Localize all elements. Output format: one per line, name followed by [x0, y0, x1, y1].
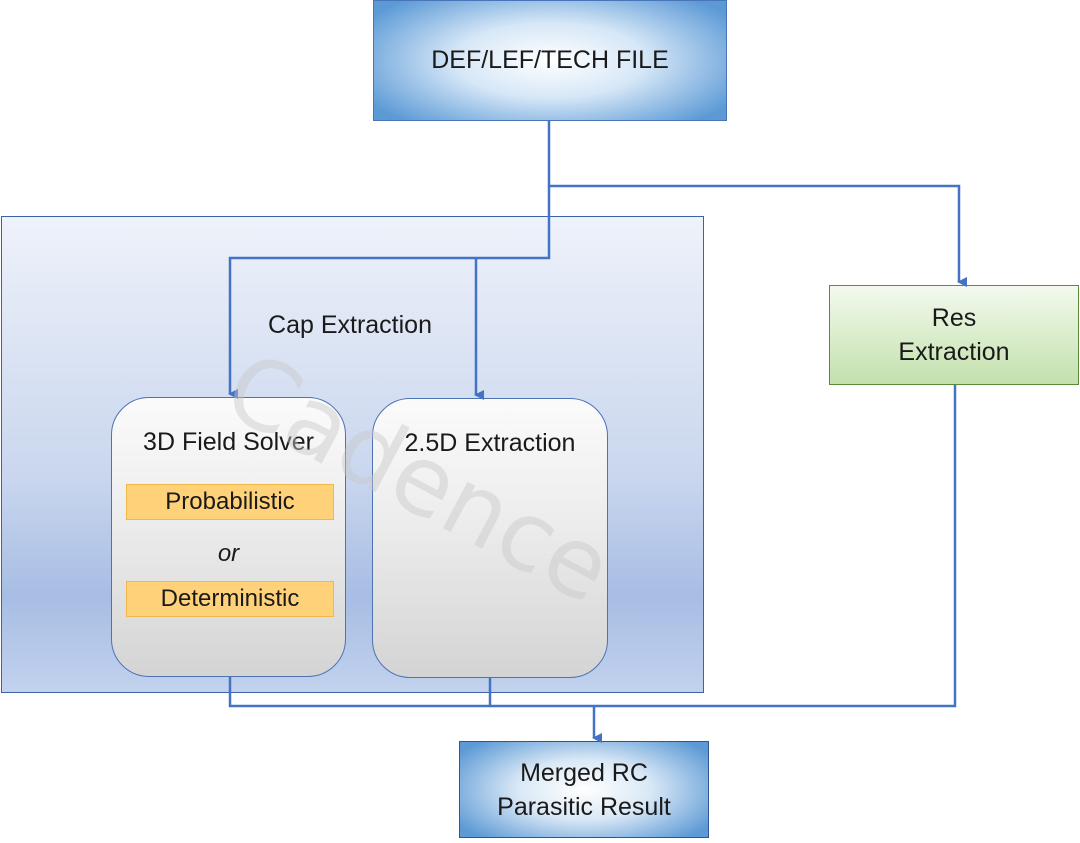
- cap-branch-line: [228, 186, 551, 399]
- deterministic-option: Deterministic: [126, 581, 334, 617]
- res-output-line: [228, 385, 957, 708]
- merged-rc-line-2: Parasitic Result: [497, 792, 671, 821]
- merged-rc-line-1: Merged RC: [520, 758, 648, 787]
- probabilistic-option: Probabilistic: [126, 484, 334, 520]
- input-files-label: DEF/LEF/TECH FILE: [431, 46, 669, 74]
- two-five-d-extraction-title: 2.5D Extraction: [404, 429, 576, 457]
- res-extraction-line-2: Extraction: [898, 338, 1010, 366]
- res-extraction-line-1: Res: [931, 304, 977, 332]
- field-solver-box: 3D Field Solver Probabilistic or Determi…: [111, 397, 346, 677]
- cap-extraction-title: Cap Extraction: [268, 310, 432, 339]
- merged-rc-box: Merged RC Parasitic Result: [459, 741, 709, 838]
- trunk-line: [547, 121, 967, 287]
- two-five-d-extraction-box: 2.5D Extraction: [372, 398, 608, 678]
- field-solver-title: 3D Field Solver: [143, 428, 314, 456]
- res-extraction-box: Res Extraction: [829, 285, 1079, 385]
- input-files-box: DEF/LEF/TECH FILE: [373, 0, 727, 121]
- or-connector-text: or: [217, 540, 240, 567]
